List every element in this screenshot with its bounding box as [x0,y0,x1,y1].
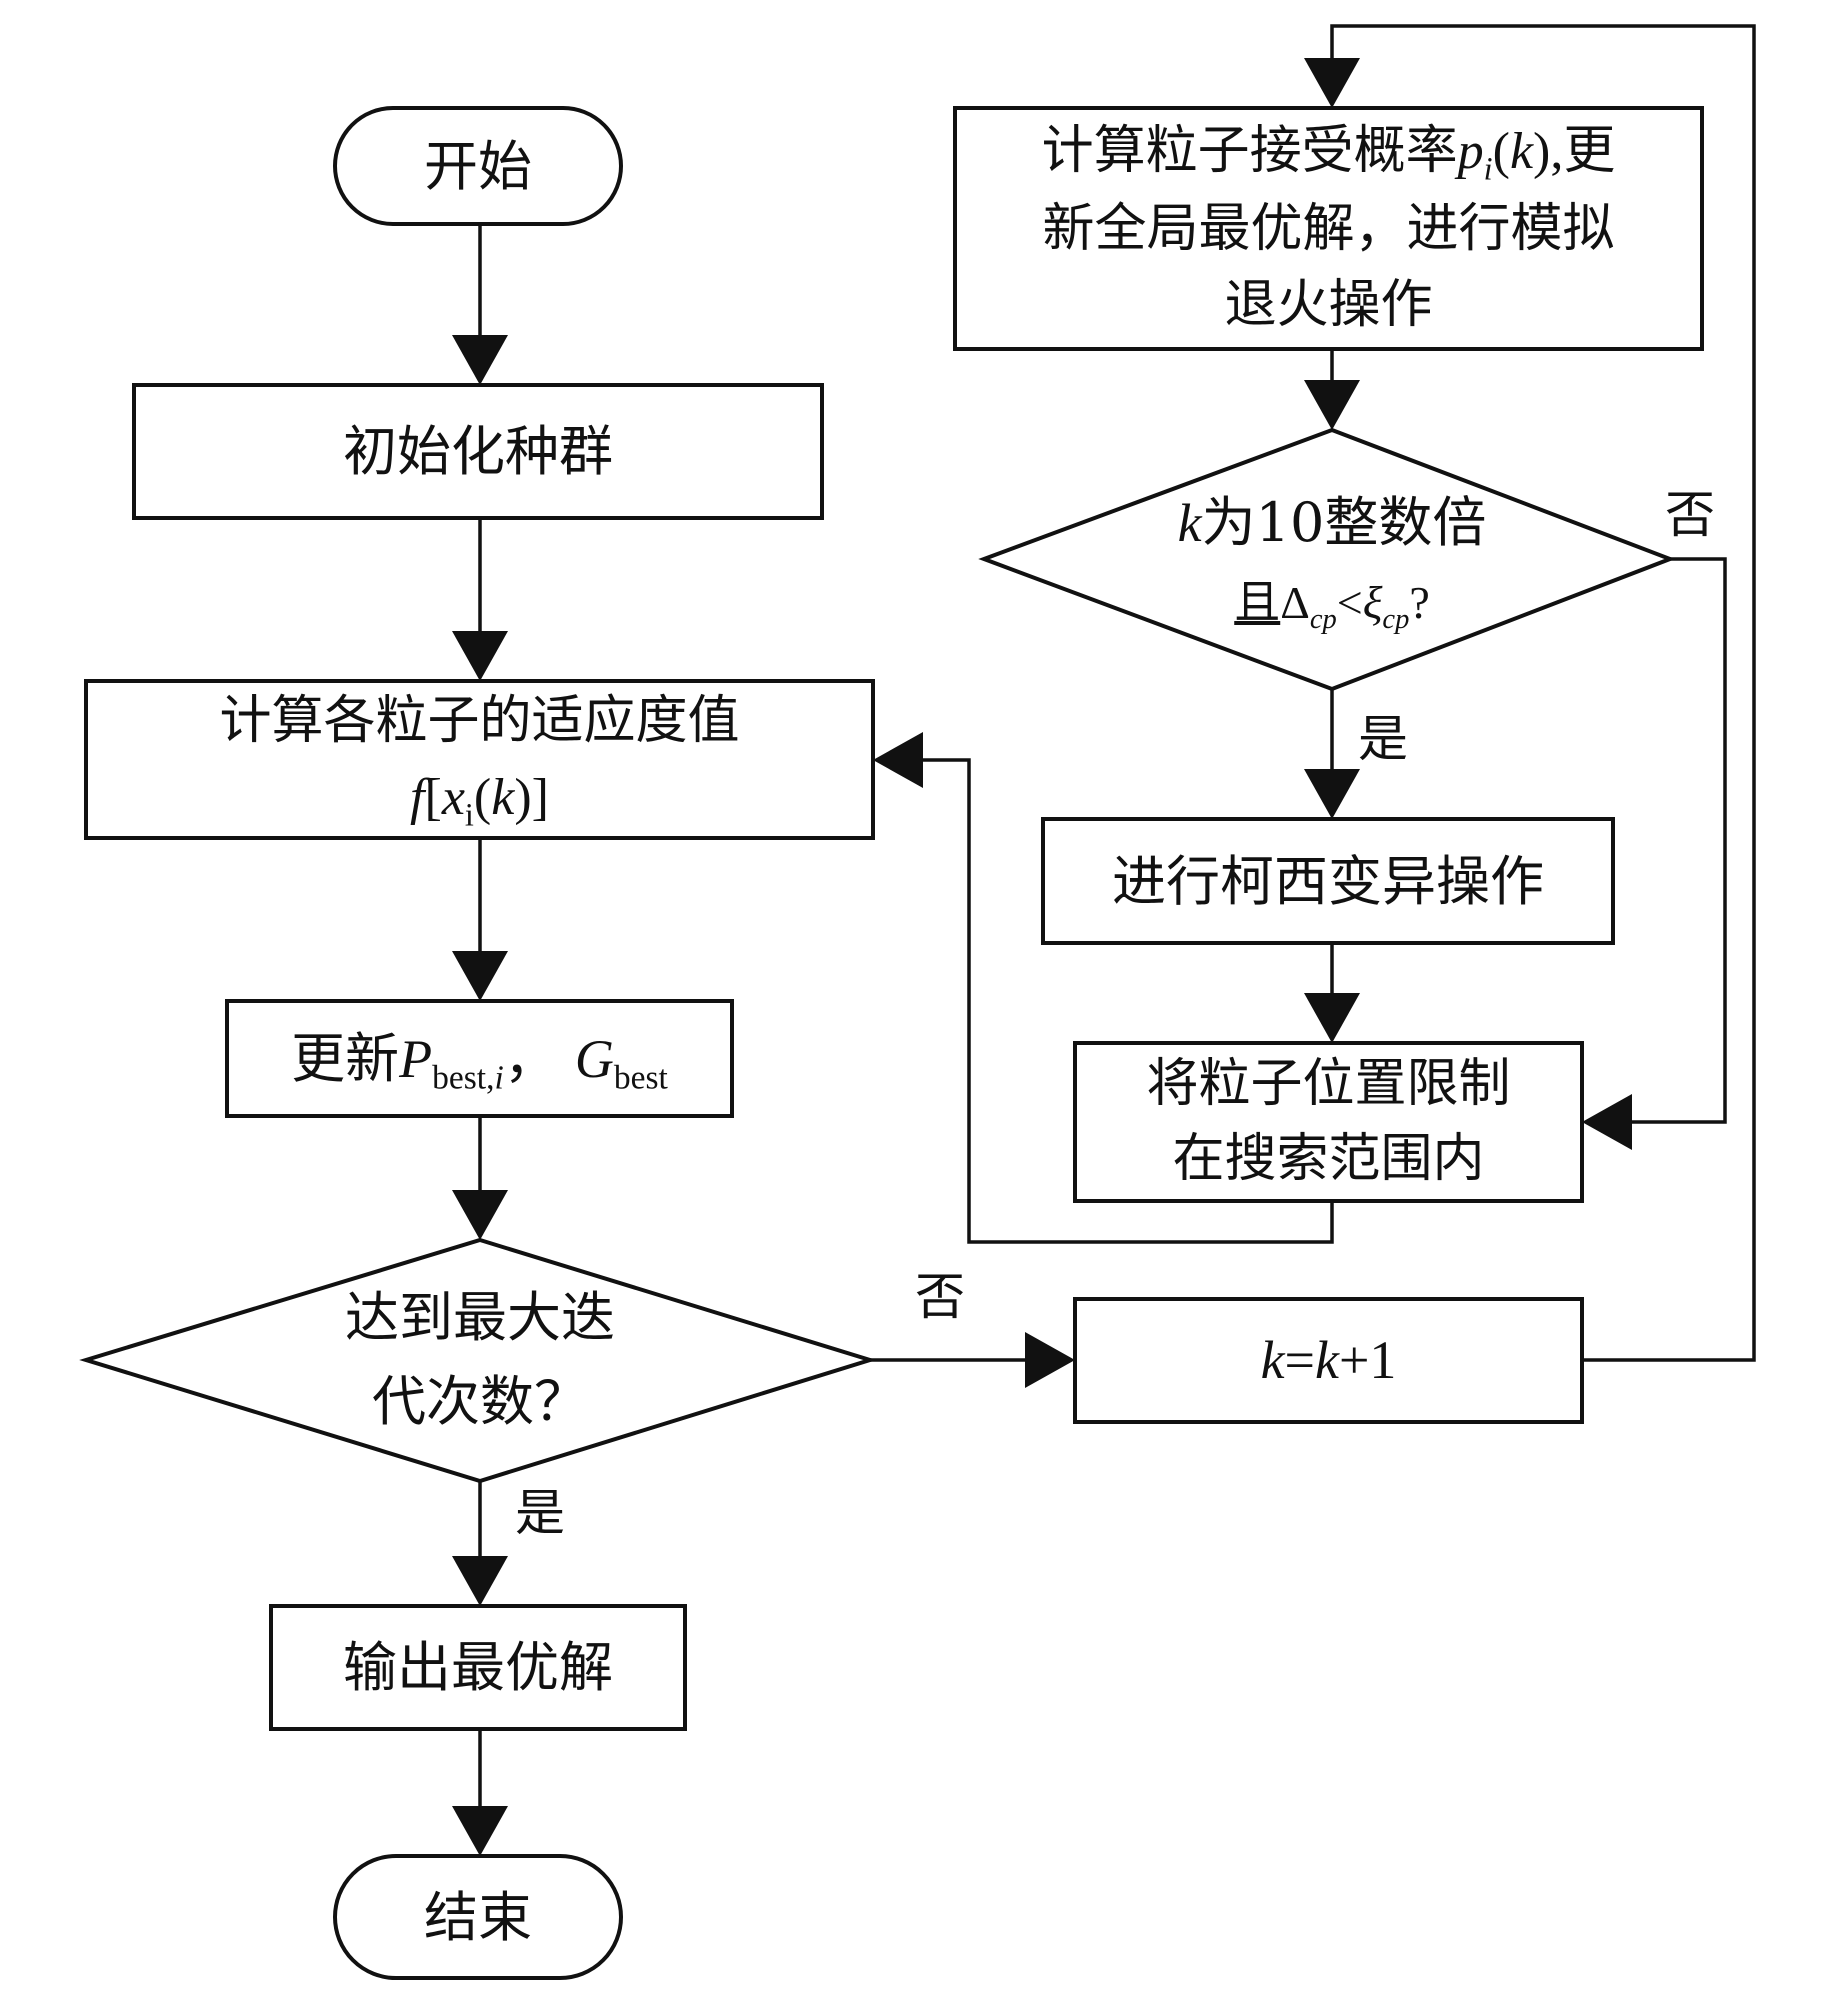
output-best-box: 输出最优解 [271,1606,685,1729]
edge-restrict-fitness [918,758,1334,1244]
restrict-position-box: 将粒子位置限制 在搜索范围内 [1075,1043,1582,1201]
arrow-into-restrict-icon [1304,993,1360,1043]
max-iter-line2: 代次数？ [372,1370,588,1433]
update-best-box: 更新Pbest,i， Gbest [227,1001,732,1116]
check-yes-label: 是 [1358,710,1408,768]
start-terminal-shape [333,106,623,226]
arrow-into-fitness-icon [452,631,508,681]
output-label: 输出最优解 [343,1636,613,1699]
output-box-shape [269,1604,687,1731]
init-box-shape [132,383,824,520]
arrow-into-fitness-side-icon [873,732,923,788]
increment-k-box: k=k+1 [1075,1299,1582,1422]
init-label: 初始化种群 [343,420,613,483]
anneal-box-shape [953,106,1704,351]
arrow-into-check-icon [1304,380,1360,430]
check-line2: 且Δcp<ξcp? [1234,575,1430,636]
max-iteration-decision: 达到最大迭 代次数？ [250,1270,710,1450]
check-no-label: 否 [1665,486,1715,544]
end-label: 结束 [424,1885,532,1949]
init-population-box: 初始化种群 [134,385,822,518]
arrow-into-cauchy-icon [1304,769,1360,819]
arrow-into-init-icon [452,335,508,385]
check-line1: k为10整数倍 [1177,491,1487,554]
arrow-into-restrict-side-icon [1582,1094,1632,1150]
max-iter-yes-label: 是 [515,1484,565,1542]
increment-label: k=k+1 [1260,1330,1397,1390]
arrow-into-end-icon [452,1806,508,1856]
anneal-line1: 计算粒子接受概率pi(k),更 [1041,120,1616,186]
anneal-box: 计算粒子接受概率pi(k),更 新全局最优解，进行模拟 退火操作 [955,108,1702,349]
max-iter-no-label: 否 [915,1268,965,1326]
arrow-into-output-icon [452,1556,508,1606]
arrow-into-increment-icon [1025,1332,1075,1388]
fitness-formula: f[xi(k)] [410,768,549,832]
start-label: 开始 [424,134,532,198]
restrict-line2: 在搜索范围内 [1172,1129,1485,1189]
anneal-line3: 退火操作 [1224,275,1433,336]
end-terminal-shape [333,1854,623,1980]
edge-check-restrict [1627,557,1727,1124]
cauchy-label: 进行柯西变异操作 [1112,849,1544,913]
arrow-into-update-icon [452,951,508,1001]
fitness-box: 计算各粒子的适应度值 f[xi(k)] [86,681,873,838]
restrict-line1: 将粒子位置限制 [1146,1053,1511,1114]
arrow-into-anneal-icon [1304,58,1360,108]
cauchy-box-shape [1041,817,1615,945]
check-decision: k为10整数倍 且Δcp<ξcp? [1110,470,1554,650]
arrow-into-max-iter-icon [452,1190,508,1240]
start-terminal: 开始 [335,108,621,224]
fitness-label-line1: 计算各粒子的适应度值 [219,691,740,752]
end-terminal: 结束 [335,1856,621,1978]
anneal-line2: 新全局最优解，进行模拟 [1042,198,1615,259]
max-iter-line1: 达到最大迭 [345,1286,615,1350]
update-label: 更新Pbest,i， Gbest [291,1026,668,1097]
edge-increment-anneal [1330,24,1756,1362]
cauchy-mutation-box: 进行柯西变异操作 [1043,819,1613,943]
